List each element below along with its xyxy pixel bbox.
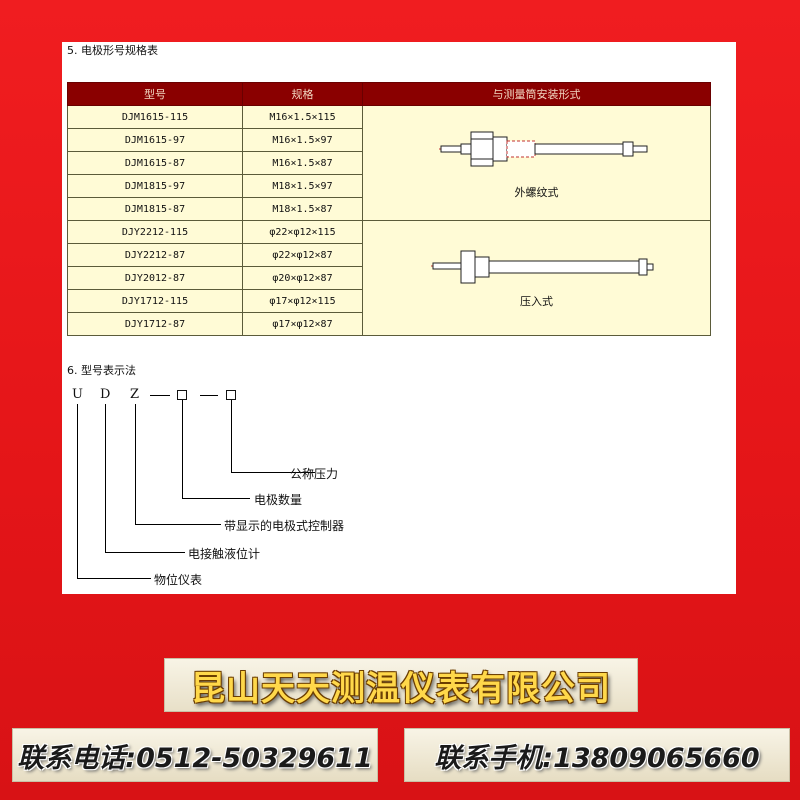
leader-h-1 bbox=[231, 472, 315, 473]
cell-model: DJM1615-87 bbox=[67, 151, 243, 175]
dash-line bbox=[150, 395, 170, 396]
cell-model: DJY1712-87 bbox=[67, 312, 243, 336]
legend-controller: 带显示的电极式控制器 bbox=[224, 519, 345, 533]
cell-spec: φ17×φ12×87 bbox=[242, 312, 363, 336]
phone-banner: 联系电话:0512-50329611 bbox=[12, 728, 378, 782]
leader-h-2 bbox=[182, 498, 250, 499]
table-row: DJY2212-115 φ22×φ12×115 压入式 bbox=[67, 220, 711, 336]
table-row: DJY1712-115 φ17×φ12×115 bbox=[67, 289, 711, 313]
cell-model: DJY2212-115 bbox=[67, 220, 243, 244]
cell-spec: M16×1.5×115 bbox=[242, 105, 363, 129]
company-banner: 昆山天天测温仪表有限公司 bbox=[164, 658, 638, 712]
leader-line-z bbox=[135, 404, 136, 524]
content-panel: 5. 电极形号规格表 型号 规格 与测量筒安装形式 DJM1615-115 M1… bbox=[62, 42, 736, 594]
code-letter-d: D bbox=[100, 387, 111, 402]
mount-cell-press: 压入式 bbox=[362, 220, 711, 336]
header-spec: 规格 bbox=[242, 82, 363, 106]
mobile-banner: 联系手机:13809065660 bbox=[404, 728, 790, 782]
cell-spec: φ17×φ12×115 bbox=[242, 289, 363, 313]
header-mount: 与测量筒安装形式 bbox=[362, 82, 711, 106]
table-row: DJM1815-87 M18×1.5×87 bbox=[67, 197, 711, 221]
cell-spec: φ22×φ12×87 bbox=[242, 243, 363, 267]
cell-spec: φ22×φ12×115 bbox=[242, 220, 363, 244]
cell-model: DJM1615-115 bbox=[67, 105, 243, 129]
code-letter-u: U bbox=[72, 387, 83, 402]
leader-line-box2 bbox=[231, 400, 232, 472]
table-row: DJY2212-87 φ22×φ12×87 bbox=[67, 243, 711, 267]
cell-spec: M16×1.5×87 bbox=[242, 151, 363, 175]
cell-model: DJY2012-87 bbox=[67, 266, 243, 290]
section6-title: 6. 型号表示法 bbox=[67, 364, 136, 377]
cell-model: DJY1712-115 bbox=[67, 289, 243, 313]
cell-spec: M18×1.5×87 bbox=[242, 197, 363, 221]
mount-label-press: 压入式 bbox=[520, 295, 553, 308]
legend-nominal-pressure: 公称压力 bbox=[290, 467, 339, 481]
leader-h-3 bbox=[135, 524, 221, 525]
legend-level-instrument: 物位仪表 bbox=[154, 573, 203, 587]
cell-spec: φ20×φ12×87 bbox=[242, 266, 363, 290]
table-row: DJY2012-87 φ20×φ12×87 bbox=[67, 266, 711, 290]
mount-cell-thread: 外螺纹式 bbox=[362, 105, 711, 221]
leader-h-5 bbox=[77, 578, 151, 579]
cell-model: DJM1815-87 bbox=[67, 197, 243, 221]
dash-line bbox=[200, 395, 218, 396]
mount-label-thread: 外螺纹式 bbox=[514, 186, 559, 199]
cell-model: DJM1815-97 bbox=[67, 174, 243, 198]
leader-line-d bbox=[105, 404, 106, 552]
mobile-text: 联系手机:13809065660 bbox=[434, 742, 760, 774]
cell-spec: M16×1.5×97 bbox=[242, 128, 363, 152]
leader-line-box1 bbox=[182, 400, 183, 498]
table-row: DJY1712-87 φ17×φ12×87 bbox=[67, 312, 711, 336]
spec-table: 型号 规格 与测量筒安装形式 DJM1615-115 M16×1.5×115 bbox=[67, 82, 711, 336]
press-in-electrode-icon bbox=[431, 250, 654, 284]
phone-text: 联系电话:0512-50329611 bbox=[17, 742, 373, 774]
legend-level-gauge: 电接触液位计 bbox=[188, 547, 261, 561]
cell-model: DJY2212-87 bbox=[67, 243, 243, 267]
cell-model: DJM1615-97 bbox=[67, 128, 243, 152]
cell-spec: M18×1.5×97 bbox=[242, 174, 363, 198]
table-row: DJM1615-97 M16×1.5×97 bbox=[67, 128, 711, 152]
leader-line-u bbox=[77, 404, 78, 578]
code-letter-z: Z bbox=[130, 387, 140, 402]
header-model: 型号 bbox=[67, 82, 243, 106]
table-row: DJM1815-97 M18×1.5×97 bbox=[67, 174, 711, 198]
table-row: DJM1615-87 M16×1.5×87 bbox=[67, 151, 711, 175]
table-row: DJM1615-115 M16×1.5×115 bbox=[67, 105, 711, 221]
section5-title: 5. 电极形号规格表 bbox=[67, 44, 158, 57]
placeholder-box bbox=[226, 390, 236, 400]
placeholder-box bbox=[177, 390, 187, 400]
company-name: 昆山天天测温仪表有限公司 bbox=[191, 668, 611, 709]
legend-electrode-count: 电极数量 bbox=[254, 493, 303, 507]
leader-h-4 bbox=[105, 552, 185, 553]
external-thread-electrode-icon bbox=[439, 131, 648, 167]
